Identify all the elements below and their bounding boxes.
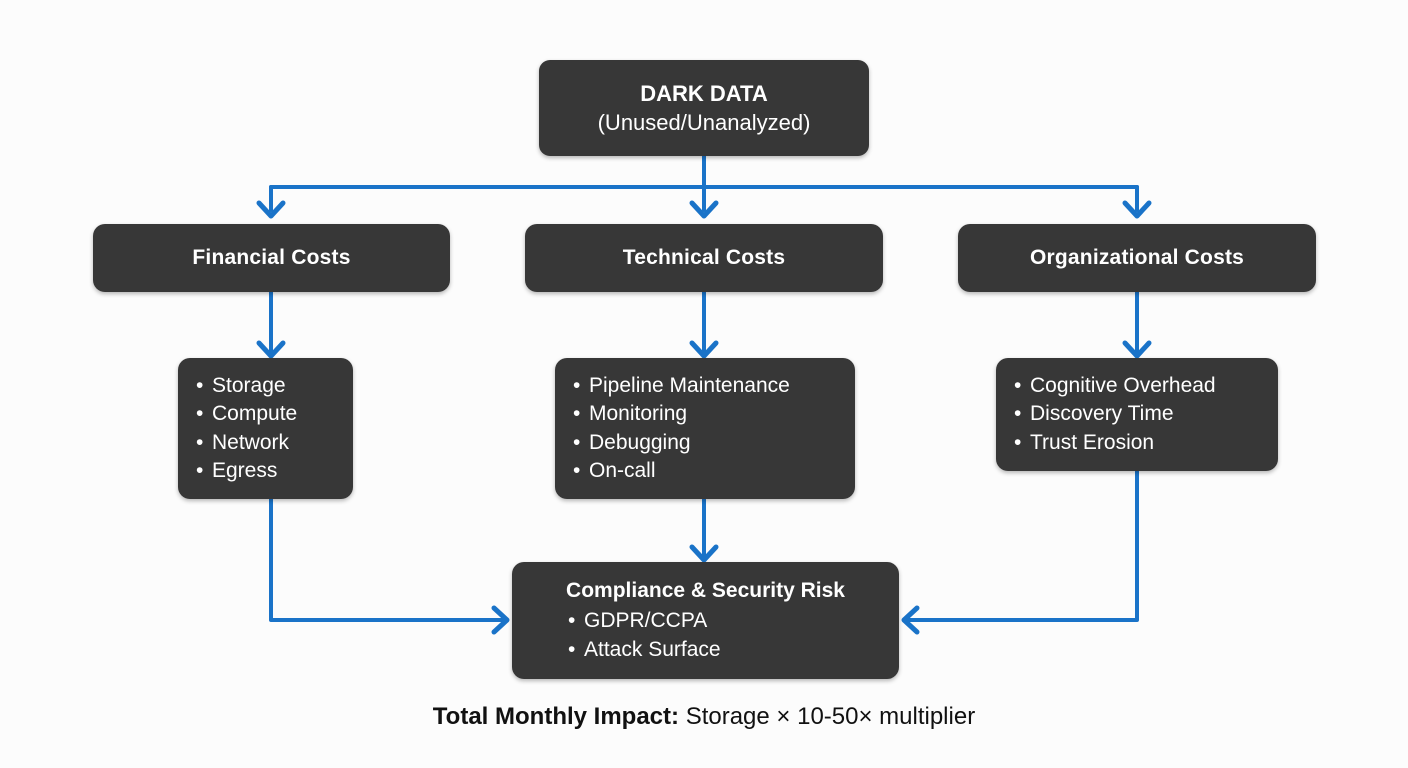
list-item: Cognitive Overhead — [1014, 372, 1260, 401]
arrowhead-to-technical — [689, 200, 719, 219]
node-financial-costs[interactable]: Financial Costs — [93, 224, 450, 292]
arrowhead-to-financial — [256, 200, 286, 219]
node-financial-costs-label: Financial Costs — [192, 246, 351, 269]
connector-organizational-list-to-risk — [904, 469, 1139, 622]
node-organizational-costs[interactable]: Organizational Costs — [958, 224, 1316, 292]
arrowhead-right-into-risk — [901, 605, 920, 635]
list-item: GDPR/CCPA — [568, 606, 899, 635]
node-organizational-cost-items[interactable]: Cognitive Overhead Discovery Time Trust … — [996, 358, 1278, 471]
list-item: Egress — [196, 457, 335, 486]
arrowhead-to-organizational — [1122, 200, 1152, 219]
compliance-risk-item-list: GDPR/CCPA Attack Surface — [512, 606, 899, 664]
arrowhead-left-into-risk — [491, 605, 510, 635]
technical-cost-item-list: Pipeline Maintenance Monitoring Debuggin… — [555, 372, 855, 486]
list-item: Storage — [196, 372, 335, 401]
list-item: Monitoring — [573, 400, 837, 429]
node-financial-cost-items[interactable]: Storage Compute Network Egress — [178, 358, 353, 499]
arrowhead-technical-to-risk — [689, 544, 719, 563]
organizational-cost-item-list: Cognitive Overhead Discovery Time Trust … — [996, 372, 1278, 458]
financial-cost-item-list: Storage Compute Network Egress — [178, 372, 353, 486]
node-organizational-costs-label: Organizational Costs — [1029, 246, 1245, 269]
total-impact-caption: Total Monthly Impact: Storage × 10-50× m… — [0, 703, 1408, 731]
total-impact-label: Total Monthly Impact: — [432, 703, 680, 730]
list-item: Attack Surface — [568, 635, 899, 664]
node-technical-costs-label: Technical Costs — [622, 246, 786, 269]
list-item: Debugging — [573, 429, 837, 458]
list-item: Pipeline Maintenance — [573, 372, 837, 401]
node-dark-data-title: DARK DATA — [640, 80, 768, 106]
arrowhead-financial-list — [256, 340, 286, 359]
arrowhead-technical-list — [689, 340, 719, 359]
node-compliance-security-risk-title: Compliance & Security Risk — [566, 578, 845, 602]
list-item: Discovery Time — [1014, 400, 1260, 429]
node-technical-cost-items[interactable]: Pipeline Maintenance Monitoring Debuggin… — [555, 358, 855, 499]
node-technical-costs[interactable]: Technical Costs — [525, 224, 883, 292]
list-item: Trust Erosion — [1014, 429, 1260, 458]
node-dark-data[interactable]: DARK DATA (Unused/Unanalyzed) — [539, 60, 869, 156]
list-item: Compute — [196, 400, 335, 429]
list-item: Network — [196, 429, 335, 458]
arrowhead-organizational-list — [1122, 340, 1152, 359]
node-dark-data-subtitle: (Unused/Unanalyzed) — [597, 109, 811, 135]
total-impact-value: Storage × 10-50× multiplier — [685, 703, 976, 730]
node-compliance-security-risk[interactable]: Compliance & Security Risk GDPR/CCPA Att… — [512, 562, 899, 679]
connector-financial-list-to-risk — [269, 497, 507, 622]
list-item: On-call — [573, 457, 837, 486]
